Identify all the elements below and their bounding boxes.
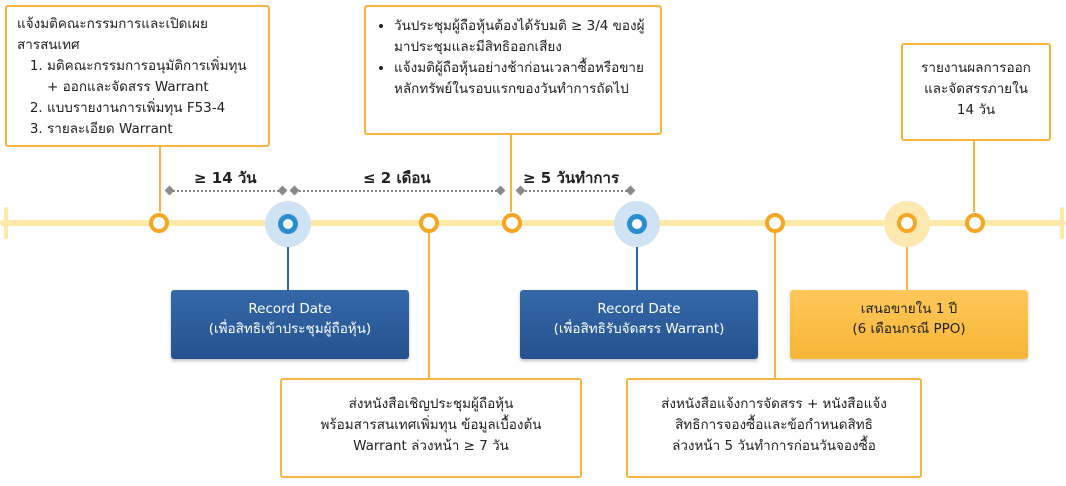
offering-period-line: (6 เดือนกรณี PPO) <box>852 321 966 337</box>
duration-marker <box>164 185 175 196</box>
list-item: รายละเอียด Warrant <box>47 119 260 140</box>
record-date-title: Record Date <box>248 301 332 317</box>
record-date-warrant: Record Date (เพื่อสิทธิรับจัดสรร Warrant… <box>520 290 758 359</box>
connector-line <box>906 247 908 290</box>
callout-line: และจัดสรรภายใน <box>924 81 1028 97</box>
timeline-start-cap <box>4 207 8 239</box>
connector-line <box>159 147 161 212</box>
callout-board-resolution-list: มติคณะกรรมการอนุมัติการเพิ่มทุน + ออกและ… <box>17 56 260 140</box>
connector-line <box>973 141 975 212</box>
record-date-shareholder-meeting: Record Date (เพื่อสิทธิเข้าประชุมผู้ถือห… <box>171 290 409 359</box>
callout-shareholder-meeting: วันประชุมผู้ถือหุ้นต้องได้รับมติ ≥ 3/4 ข… <box>364 5 662 135</box>
list-item: แจ้งมติผู้ถือหุ้นอย่างช้าก่อนเวลาซื้อหรื… <box>394 58 652 100</box>
record-date-node <box>278 214 298 234</box>
duration-line-1 <box>170 190 283 192</box>
record-date-title: Record Date <box>597 301 681 317</box>
connector-line <box>428 233 430 378</box>
callout-allotment-report: รายงานผลการออก และจัดสรรภายใน 14 วัน <box>901 43 1051 141</box>
offer-period-node <box>897 213 917 233</box>
duration-line-3 <box>521 190 631 192</box>
timeline-end-cap <box>1060 207 1064 239</box>
milestone-node <box>965 213 985 233</box>
timeline-bar <box>0 220 1066 226</box>
list-item: วันประชุมผู้ถือหุ้นต้องได้รับมติ ≥ 3/4 ข… <box>394 16 652 58</box>
callout-board-resolution-title: แจ้งมติคณะกรรมการและเปิดเผยสารสนเทศ <box>17 16 208 53</box>
callout-line: รายงานผลการออก <box>921 60 1031 76</box>
record-date-node <box>627 214 647 234</box>
offering-period-box: เสนอขายใน 1 ปี (6 เดือนกรณี PPO) <box>790 290 1028 359</box>
milestone-node <box>765 213 785 233</box>
milestone-node <box>149 213 169 233</box>
callout-line: 14 วัน <box>956 102 996 118</box>
callout-line: ส่งหนังสือเชิญประชุมผู้ถือหุ้น <box>348 396 514 412</box>
duration-label-2: ≤ 2 เดือน <box>363 169 431 187</box>
list-item: แบบรายงานการเพิ่มทุน F53-4 <box>47 98 260 119</box>
callout-board-resolution: แจ้งมติคณะกรรมการและเปิดเผยสารสนเทศ มติค… <box>5 5 270 147</box>
callout-line: ส่งหนังสือแจ้งการจัดสรร + หนังสือแจ้ง <box>661 396 887 412</box>
callout-line: ล่วงหน้า 5 วันทำการก่อนวันจองซื้อ <box>672 438 876 454</box>
callout-line: พร้อมสารสนเทศเพิ่มทุน ข้อมูลเบื้องต้น <box>320 417 542 433</box>
callout-allotment-notice: ส่งหนังสือแจ้งการจัดสรร + หนังสือแจ้ง สิ… <box>626 378 922 478</box>
list-item: มติคณะกรรมการอนุมัติการเพิ่มทุน + ออกและ… <box>47 56 260 98</box>
record-date-subtitle: (เพื่อสิทธิเข้าประชุมผู้ถือหุ้น) <box>208 321 372 337</box>
callout-line: Warrant ล่วงหน้า ≥ 7 วัน <box>353 438 509 454</box>
connector-line <box>636 247 638 290</box>
callout-line: สิทธิการจองซื้อและข้อกำหนดสิทธิ <box>675 417 873 433</box>
callout-meeting-invitation: ส่งหนังสือเชิญประชุมผู้ถือหุ้น พร้อมสารส… <box>280 378 582 478</box>
connector-line <box>774 233 776 378</box>
connector-line <box>287 247 289 290</box>
record-date-subtitle: (เพื่อสิทธิรับจัดสรร Warrant) <box>553 321 725 337</box>
duration-label-3: ≥ 5 วันทำการ <box>523 169 619 187</box>
duration-line-2 <box>295 190 501 192</box>
duration-label-1: ≥ 14 วัน <box>194 169 257 187</box>
connector-line <box>510 135 512 212</box>
duration-marker <box>495 185 506 196</box>
duration-marker <box>277 185 288 196</box>
milestone-node <box>502 213 522 233</box>
duration-marker <box>289 185 300 196</box>
milestone-node <box>419 213 439 233</box>
duration-marker <box>625 185 636 196</box>
callout-shareholder-meeting-list: วันประชุมผู้ถือหุ้นต้องได้รับมติ ≥ 3/4 ข… <box>374 16 652 100</box>
offering-period-line: เสนอขายใน 1 ปี <box>860 301 958 317</box>
